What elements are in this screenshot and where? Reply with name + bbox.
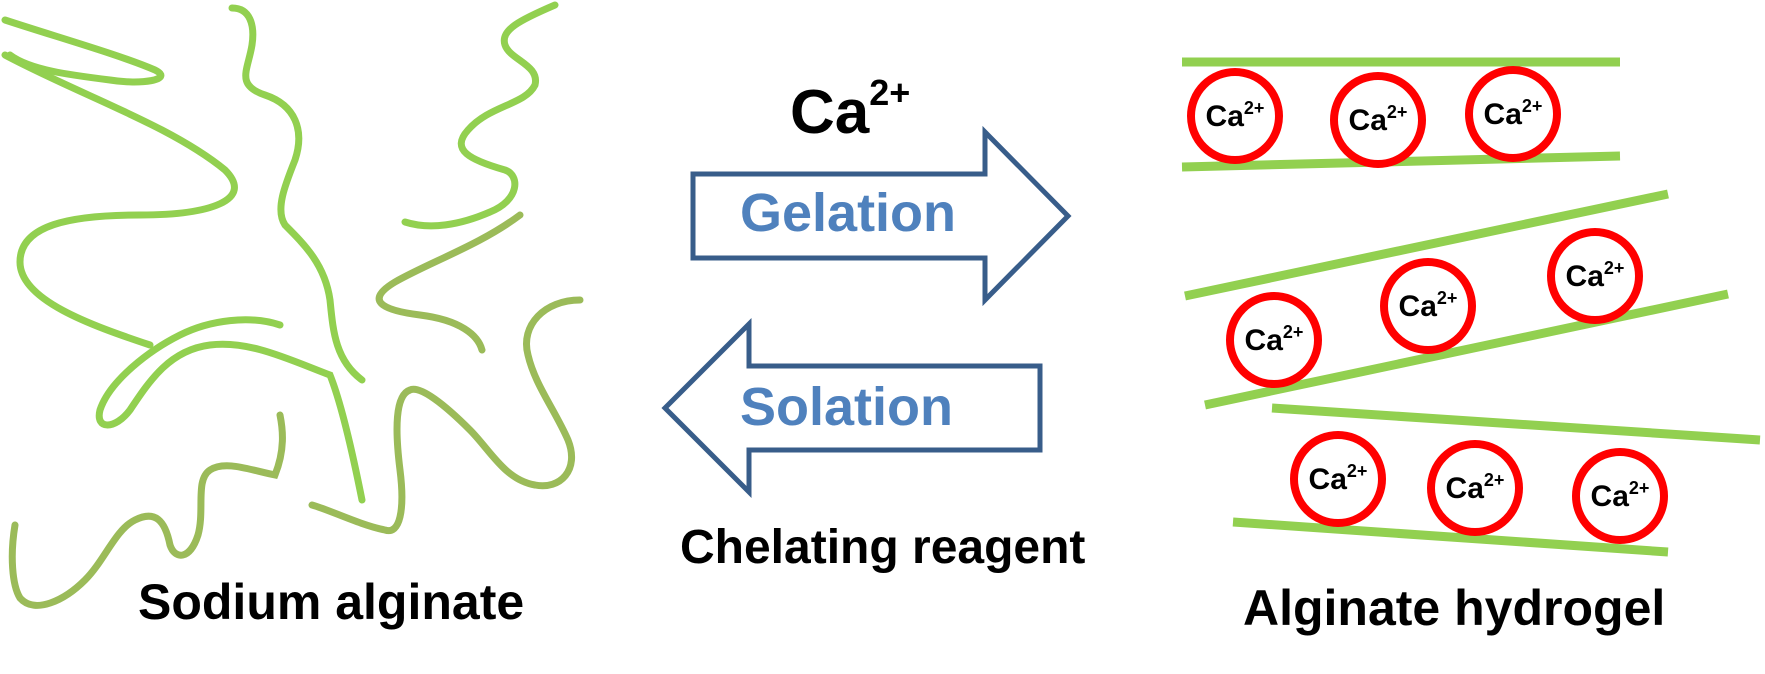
hydrogel-strand xyxy=(1184,189,1669,301)
arrow-left-icon xyxy=(661,317,1043,499)
arrow-right-icon xyxy=(690,125,1072,307)
alginate-strand xyxy=(308,296,584,535)
calcium-ion-label: Ca2+ xyxy=(790,72,910,148)
calcium-ion: Ca2+ xyxy=(1465,66,1561,162)
alginate-strand xyxy=(95,316,366,504)
alginate-hydrogel-label: Alginate hydrogel xyxy=(1243,580,1666,636)
alginate-strand xyxy=(1,16,165,86)
hydrogel-strand xyxy=(1232,517,1669,557)
calcium-ion-charge: 2+ xyxy=(869,72,911,113)
solation-label: Solation xyxy=(740,377,953,437)
calcium-ion: Ca2+ xyxy=(1226,292,1322,388)
calcium-ion: Ca2+ xyxy=(1427,440,1523,536)
calcium-ion: Ca2+ xyxy=(1290,431,1386,527)
sodium-alginate-label: Sodium alginate xyxy=(138,574,525,630)
hydrogel-strand xyxy=(1271,403,1761,445)
calcium-ion: Ca2+ xyxy=(1572,448,1668,544)
chelating-reagent-label: Chelating reagent xyxy=(680,521,1086,574)
hydrogel-strand xyxy=(1204,289,1729,410)
calcium-ion: Ca2+ xyxy=(1330,72,1426,168)
alginate-strand xyxy=(8,411,286,609)
calcium-ion-base: Ca xyxy=(790,78,870,147)
sodium-alginate-strands xyxy=(1,1,584,609)
alginate-strand xyxy=(228,4,366,384)
alginate-strand xyxy=(1,51,238,349)
calcium-ion: Ca2+ xyxy=(1187,68,1283,164)
alginate-strand xyxy=(375,211,524,354)
gelation-label: Gelation xyxy=(740,183,957,243)
alginate-strand xyxy=(401,1,559,230)
calcium-ion: Ca2+ xyxy=(1547,228,1643,324)
calcium-ion: Ca2+ xyxy=(1380,258,1476,354)
